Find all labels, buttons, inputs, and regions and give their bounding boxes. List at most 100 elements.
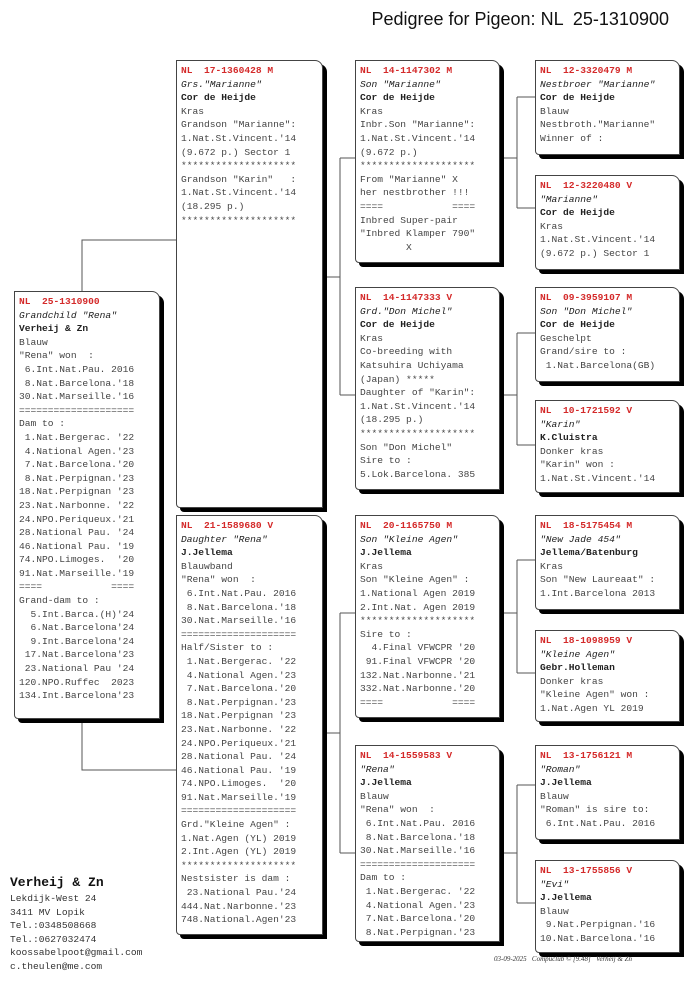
card-line: 8.Nat.Perpignan.'23 — [360, 926, 476, 938]
card-line: (9.672 p.) Sector 1 — [540, 247, 650, 259]
card-line: 46.National Pau. '19 — [181, 764, 297, 776]
card-line: ==================== — [181, 805, 297, 817]
card-line: 91.Nat.Marseille.'19 — [19, 567, 135, 579]
card-line: ******************** — [360, 615, 476, 627]
card-line: Dam to : — [19, 418, 66, 430]
ring-number: NL 20-1165750 M — [360, 520, 453, 531]
card-line: 1.Nat.St.Vincent.'14 — [360, 132, 476, 144]
card-line: Nestbroth."Marianne" — [540, 119, 656, 131]
pigeon-name: Grd."Don Michel" — [360, 305, 453, 317]
card-line: Kras — [540, 560, 564, 572]
card-line: Blauw — [540, 105, 569, 117]
card-line: Kras — [360, 105, 384, 117]
ring-number: NL 25-1310900 — [19, 296, 100, 307]
card-line: 91.Nat.Marseille.'19 — [181, 791, 297, 803]
ring-number: NL 12-3220480 V — [540, 180, 633, 191]
card-line: Kras — [360, 560, 384, 572]
card-line: 9.Nat.Perpignan.'16 — [540, 919, 656, 931]
pigeon-name: Nestbroer "Marianne" — [540, 78, 656, 90]
card-line: Grand/sire to : — [540, 346, 627, 358]
card-line: Blauw — [540, 790, 569, 802]
ring-number: NL 13-1756121 M — [540, 750, 633, 761]
card-line: 24.NPO.Periqueux.'21 — [19, 513, 135, 525]
breeder: Cor de Heijde — [540, 207, 615, 219]
pigeon-name: "Marianne" — [540, 193, 598, 205]
card-line: ==== ==== — [360, 696, 476, 708]
card-line: (9.672 p.) Sector 1 — [181, 146, 291, 158]
card-line: 134.Int.Barcelona'23 — [19, 690, 135, 702]
card-line: ******************** — [181, 160, 297, 172]
ring-number: NL 12-3320479 M — [540, 65, 633, 76]
card-line: Kras — [540, 220, 564, 232]
owner-name: Verheij & Zn — [10, 875, 104, 890]
card-line: (Japan) ***** — [360, 373, 435, 385]
card-line: 4.National Agen.'23 — [360, 899, 476, 911]
card-line: 8.Nat.Barcelona.'18 — [19, 377, 135, 389]
card-line: ==================== — [360, 858, 476, 870]
breeder: Cor de Heijde — [540, 319, 615, 331]
card-line: 1.Nat.Agen YL 2019 — [540, 702, 644, 714]
card-line: 4.Final VFWCPR '20 — [360, 642, 476, 654]
owner-email-2: c.theulen@me.com — [10, 960, 103, 972]
card-line: 8.Nat.Barcelona.'18 — [181, 601, 297, 613]
card-line: Winner of : — [540, 132, 604, 144]
card-line: 1.Nat.Bergerac. '22 — [181, 655, 297, 667]
card-line: ==== ==== — [19, 581, 135, 593]
card-line: Nestsister is dam : — [181, 873, 291, 885]
card-line: 1.Nat.St.Vincent.'14 — [181, 132, 297, 144]
card-line: Geschelpt — [540, 332, 592, 344]
breeder: Cor de Heijde — [181, 92, 256, 104]
breeder: J.Jellema — [181, 547, 233, 559]
pigeon-name: Son "Kleine Agen" — [360, 533, 458, 545]
card-line: Kras — [360, 332, 384, 344]
card-line: 1.Nat.Bergerac. '22 — [19, 431, 135, 443]
card-line: "Rena" won : — [360, 804, 435, 816]
card-line: 17.Nat.Barcelona'23 — [19, 649, 135, 661]
breeder: K.Cluistra — [540, 432, 598, 444]
card-line: "Rena" won : — [181, 574, 256, 586]
ring-number: NL 14-1147302 M — [360, 65, 453, 76]
breeder: J.Jellema — [540, 892, 592, 904]
print-footer: 03-09-2025 Compuclub © [9.48] Verheij & … — [494, 955, 632, 963]
card-line: 1.Int.Barcelona 2013 — [540, 587, 656, 599]
card-line: Dam to : — [360, 872, 407, 884]
pigeon-name: Daughter "Rena" — [181, 533, 268, 545]
card-line: 748.National.Agen'23 — [181, 914, 297, 926]
card-line: 74.NPO.Limoges. '20 — [19, 554, 135, 566]
card-line: 9.Int.Barcelona'24 — [19, 635, 135, 647]
card-line: "Roman" is sire to: — [540, 804, 650, 816]
pigeon-card-ancestor: NL 18-5175454 M"New Jade 454"Jellema/Bat… — [535, 515, 680, 610]
owner-phone-1: Tel.:0348508668 — [10, 920, 97, 932]
card-line: her nestbrother !!! — [360, 187, 470, 199]
card-line: Sire to : — [360, 628, 412, 640]
card-line: 7.Nat.Barcelona.'20 — [19, 459, 135, 471]
card-line: ******************** — [181, 859, 297, 871]
card-line: 6.Int.Nat.Pau. 2016 — [360, 817, 476, 829]
card-line: 91.Final VFWCPR '20 — [360, 655, 476, 667]
breeder: J.Jellema — [360, 547, 412, 559]
card-line: Sire to : — [360, 455, 412, 467]
pigeon-name: "Karin" — [540, 418, 581, 430]
card-line: ******************** — [181, 214, 297, 226]
owner-contact-block: Verheij & Zn Lekdijk-West 24 3411 MV Lop… — [10, 874, 142, 974]
card-line: 18.Nat.Perpignan '23 — [19, 486, 135, 498]
pigeon-name: "Roman" — [540, 763, 581, 775]
card-line: Inbred Super-pair — [360, 214, 458, 226]
card-line: 1.Nat.Bergerac. '22 — [360, 885, 476, 897]
card-line: Donker kras — [540, 445, 604, 457]
pigeon-card-ancestor: NL 18-1098959 V"Kleine Agen"Gebr.Hollema… — [535, 630, 680, 722]
owner-address: Lekdijk-West 24 — [10, 893, 97, 904]
ring-number: NL 18-5175454 M — [540, 520, 633, 531]
ring-number: NL 09-3959107 M — [540, 292, 633, 303]
card-line: 6.Int.Nat.Pau. 2016 — [181, 587, 297, 599]
card-line: 6.Int.Nat.Pau. 2016 — [19, 363, 135, 375]
card-line: ==== ==== — [360, 200, 476, 212]
